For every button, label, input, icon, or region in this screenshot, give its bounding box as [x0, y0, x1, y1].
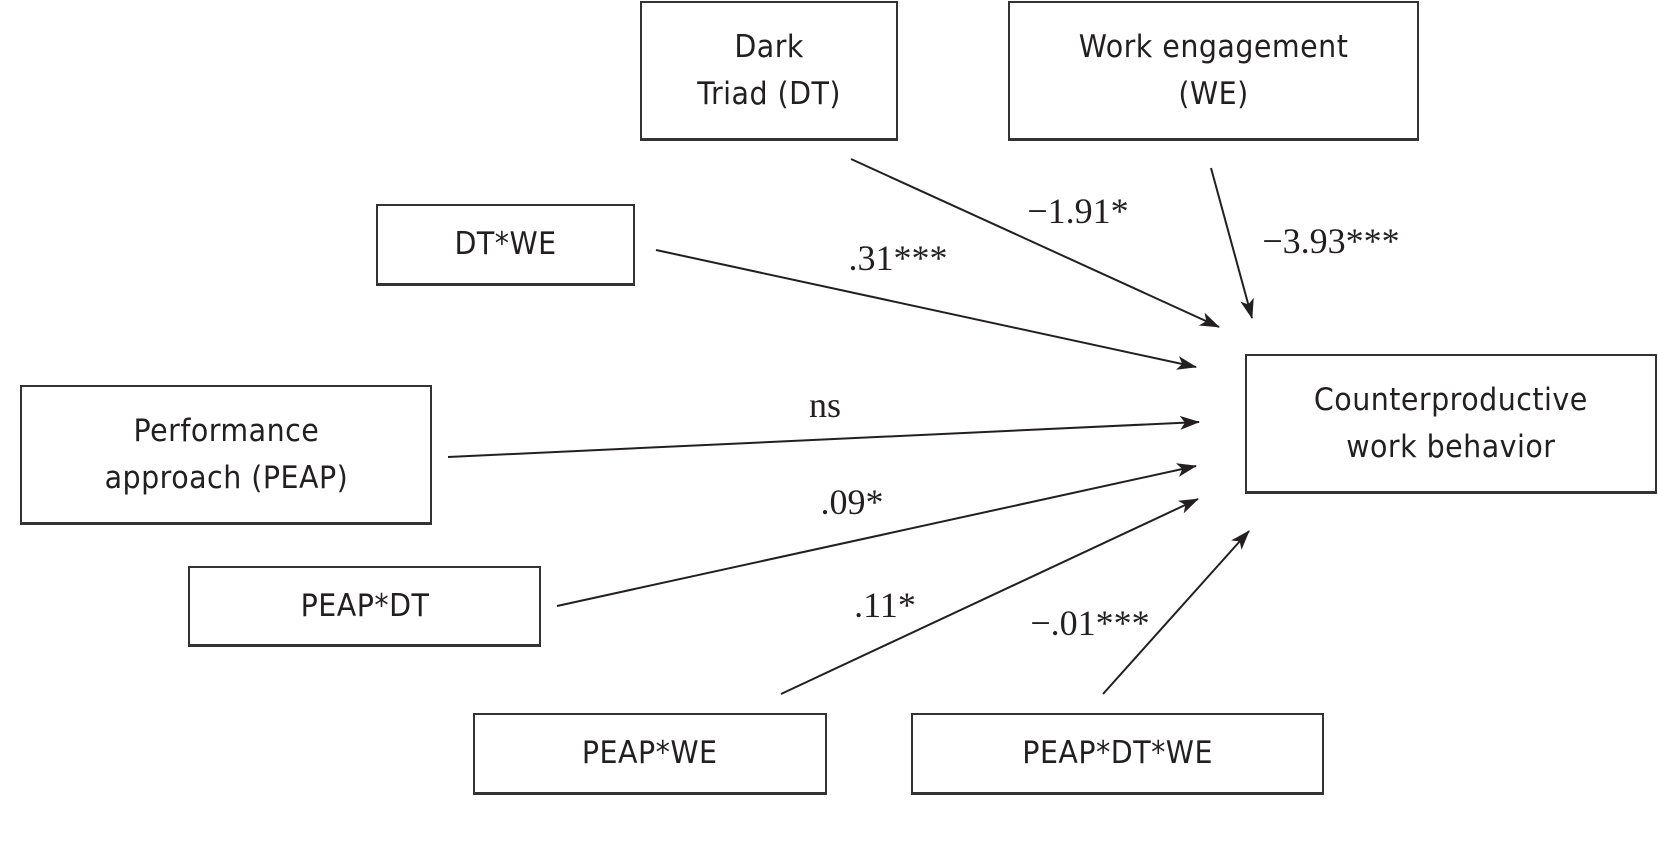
- arrow-peap-to-cwb: [447, 415, 1200, 458]
- arrow-dtwe-to-cwb: [655, 249, 1197, 370]
- node-label: Performance approach (PEAP): [104, 413, 348, 496]
- node-dark-triad: Dark Triad (DT): [640, 1, 898, 141]
- node-peap-we: PEAP*WE: [473, 713, 827, 795]
- node-work-engagement: Work engagement (WE): [1008, 1, 1419, 141]
- node-label: PEAP*WE: [582, 735, 718, 772]
- coef-peapwe: .11*: [854, 585, 916, 625]
- coef-peap: ns: [808, 385, 842, 425]
- node-dt-we: DT*WE: [376, 204, 635, 286]
- node-label: PEAP*DT*WE: [1022, 735, 1213, 772]
- coef-we: −3.93***: [1262, 221, 1400, 261]
- arrow-peapwe-to-cwb: [780, 498, 1199, 695]
- arrow-dt-to-cwb: [850, 158, 1220, 328]
- node-counterproductive-work-behavior: Counterproductive work behavior: [1245, 354, 1657, 494]
- coef-dtwe: .31***: [848, 238, 948, 278]
- coef-peapdtwe: −.01***: [1030, 603, 1150, 643]
- arrow-peapdt-to-cwb: [556, 463, 1197, 607]
- coef-dt: −1.91*: [1027, 191, 1129, 231]
- arrow-we-to-cwb: [1210, 167, 1254, 319]
- coef-peapdt: .09*: [820, 482, 884, 522]
- node-label: Counterproductive work behavior: [1314, 382, 1588, 465]
- node-label: DT*WE: [454, 226, 557, 263]
- node-label: Work engagement (WE): [1078, 29, 1349, 112]
- node-label: Dark Triad (DT): [697, 29, 841, 112]
- arrow-peapdtwe-to-cwb: [1102, 530, 1250, 695]
- node-peap-dt: PEAP*DT: [188, 566, 541, 647]
- node-label: PEAP*DT: [300, 587, 429, 624]
- node-peap-dt-we: PEAP*DT*WE: [911, 713, 1324, 795]
- node-performance-approach: Performance approach (PEAP): [20, 385, 432, 525]
